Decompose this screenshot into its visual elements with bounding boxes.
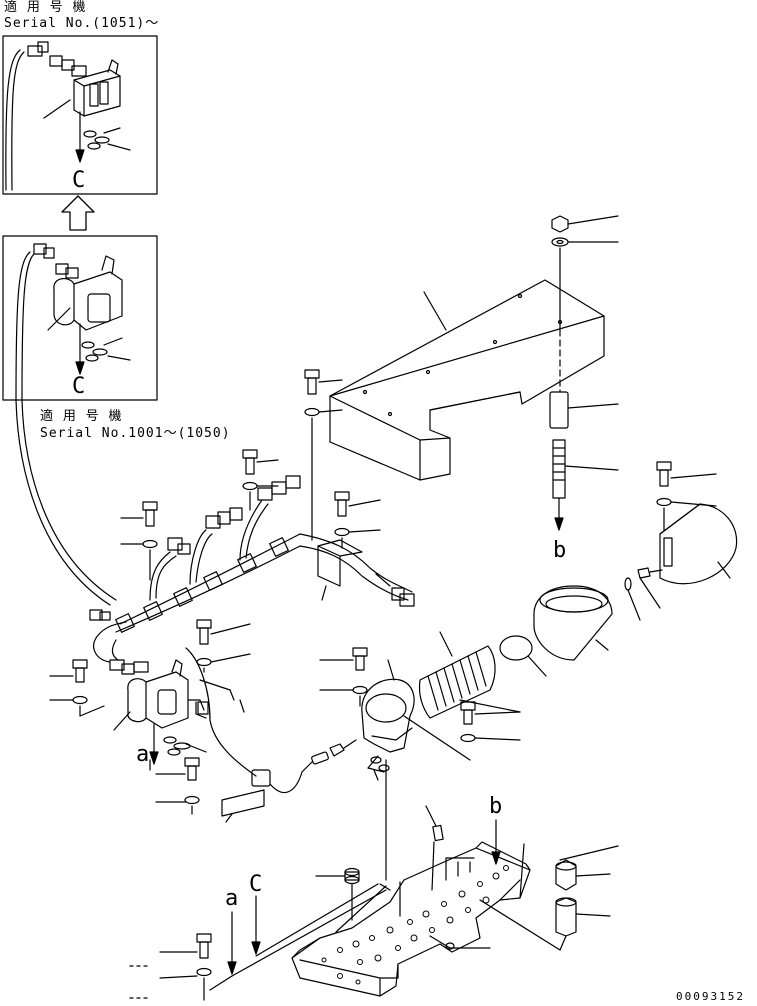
view-mark-a-bottom: a <box>225 886 239 911</box>
filter-assembly <box>329 503 738 781</box>
lower-inset-frame <box>2 235 158 401</box>
top-inset-view-letter: C <box>72 168 86 193</box>
drawing-number: 00093152 <box>676 990 745 1003</box>
view-mark-a-left: a <box>136 742 150 767</box>
view-mark-b-bottom: b <box>489 794 503 819</box>
view-mark-c-bottom: C <box>249 872 263 897</box>
lower-inset-view-letter: C <box>72 374 86 399</box>
up-arrow-icon <box>61 195 95 231</box>
sensor-wire <box>185 647 329 823</box>
lower-inset-applicability-label: 適 用 号 機 <box>40 409 123 424</box>
control-valve-body <box>209 805 611 997</box>
top-inset-applicability-label: 適 用 号 機 <box>4 0 87 15</box>
top-inset-serial-range: Serial No.(1051)～ <box>4 16 160 31</box>
top-inset-frame <box>2 35 158 195</box>
main-wiring-harness <box>115 475 415 633</box>
cover-mount-hardware <box>549 215 619 531</box>
solenoid-valve-assembly <box>89 609 207 765</box>
arrow-down-icon <box>75 149 85 163</box>
transmission-cover <box>329 279 605 481</box>
lower-inset-serial-range: Serial No.1001～(1050) <box>40 426 231 441</box>
view-mark-b-right: b <box>553 538 567 563</box>
